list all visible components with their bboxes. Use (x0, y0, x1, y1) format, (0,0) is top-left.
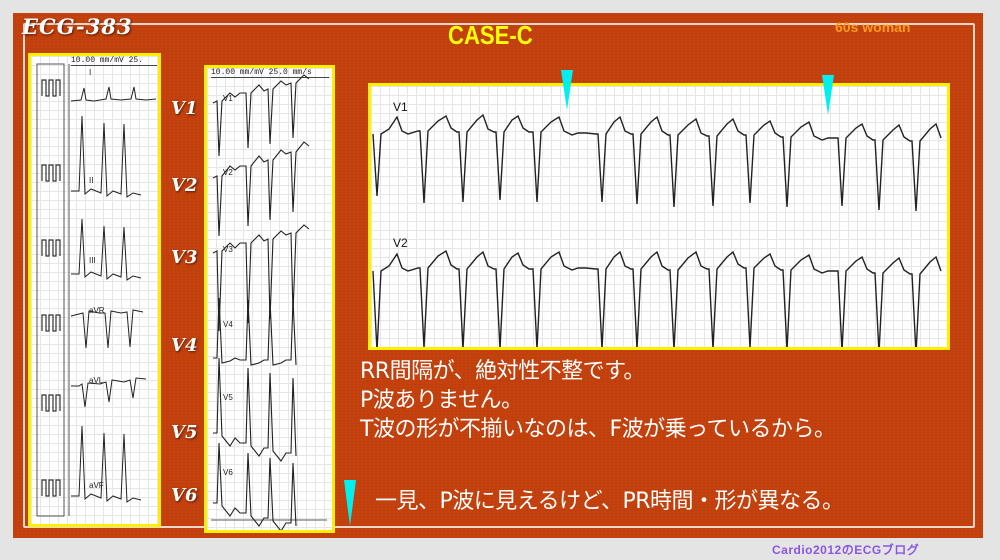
note-line-1: RR間隔が、絶対性不整です。 (360, 359, 645, 384)
lead-label-V5: V5 (223, 393, 233, 402)
lead-label-V1: V1 (223, 94, 233, 103)
ecg-id: ECG-383 (22, 14, 133, 39)
rhythm-lead-label-v1: V1 (393, 100, 408, 114)
note-line-4: 一見、P波に見えるけど、PR時間・形が異なる。 (375, 489, 844, 514)
limb-lead-waveforms (36, 63, 157, 517)
lead-label-I: I (89, 68, 92, 77)
patient-info: 60s woman (835, 19, 911, 35)
rhythm-waveforms (372, 113, 942, 347)
note-line-3: T波の形が不揃いなのは、F波が乗っているから。 (360, 417, 836, 442)
legend-marker-icon (344, 480, 356, 526)
rhythm-lead-label-v2: V2 (393, 236, 408, 250)
lead-label-V4: V4 (223, 320, 233, 329)
inner-border (23, 23, 975, 528)
explanation-text: RR間隔が、絶対性不整です。 P波ありません。 T波の形が不揃いなのは、F波が乗… (360, 357, 836, 444)
side-label-v4: V4 (171, 335, 198, 356)
lead-label-aVL: aVL (89, 376, 104, 385)
side-label-v6: V6 (171, 485, 198, 506)
chest-lead-ecg-strip: 10.00 mm/mV 25.0 mm/s V1 V2 V3 V4 V5 V6 (204, 65, 335, 533)
lead-label-V6: V6 (223, 468, 233, 477)
credit-text: Cardio2012のECGブログ (772, 543, 920, 557)
side-label-v2: V2 (171, 175, 198, 196)
side-label-v3: V3 (171, 247, 198, 268)
side-label-v5: V5 (171, 422, 198, 443)
limb-lead-ecg-strip: 10.00 mm/mV 25. I II III aVR aVL aVF (28, 53, 161, 527)
side-label-v1: V1 (171, 98, 198, 119)
chest-lead-waveforms (211, 74, 327, 530)
lead-label-III: III (89, 256, 96, 265)
lead-label-V2: V2 (223, 168, 233, 177)
case-title: CASE-C (448, 20, 533, 50)
note-line-2: P波ありません。 (360, 388, 523, 413)
lead-label-aVR: aVR (89, 306, 105, 315)
rhythm-ecg-strip: V1 V2 (368, 83, 950, 350)
lead-label-V3: V3 (223, 245, 233, 254)
marker-arrow-2 (822, 75, 834, 115)
strip-header: 10.00 mm/mV 25.0 mm/s (211, 68, 329, 78)
lead-label-II: II (89, 176, 94, 185)
lead-label-aVF: aVF (89, 481, 104, 490)
strip-header: 10.00 mm/mV 25. (71, 56, 157, 66)
marker-arrow-1 (561, 70, 573, 110)
